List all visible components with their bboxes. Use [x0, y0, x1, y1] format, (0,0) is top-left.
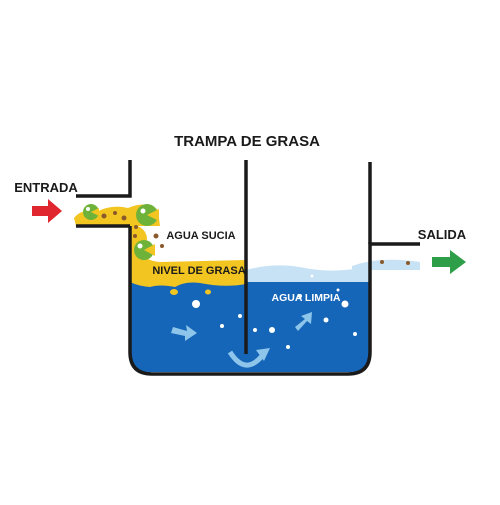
grease-blob — [136, 204, 159, 226]
flow-arrow-under-baffle — [227, 350, 264, 368]
clean-water-label: AGUA LIMPIA — [271, 292, 340, 304]
inlet-pipe-top — [76, 160, 132, 198]
tank-wall-left — [128, 226, 420, 376]
grease-blob — [134, 240, 155, 260]
grease-level-label: NIVEL DE GRASA — [152, 265, 245, 277]
flow-arrow-under-baffle-head — [256, 348, 270, 361]
grease-droplet — [205, 289, 211, 295]
outlet-arrow — [432, 250, 466, 274]
flow-arrow-right — [171, 325, 197, 341]
clean-water-surface — [246, 265, 370, 282]
outlet-water-surface — [352, 259, 420, 270]
inlet-label: ENTRADA — [14, 180, 78, 195]
diagram-title: TRAMPA DE GRASA — [174, 133, 320, 150]
dirty-water-label: AGUA SUCIA — [166, 230, 235, 242]
grease-droplet — [170, 289, 178, 295]
outlet-label: SALIDA — [418, 227, 467, 242]
debris-particles — [101, 211, 410, 265]
bubbles — [192, 274, 357, 349]
grease-blob — [83, 204, 99, 220]
inlet-arrow — [32, 199, 62, 223]
flow-arrow-up — [295, 312, 312, 331]
grease-layer — [130, 226, 246, 287]
water-body — [130, 280, 370, 372]
